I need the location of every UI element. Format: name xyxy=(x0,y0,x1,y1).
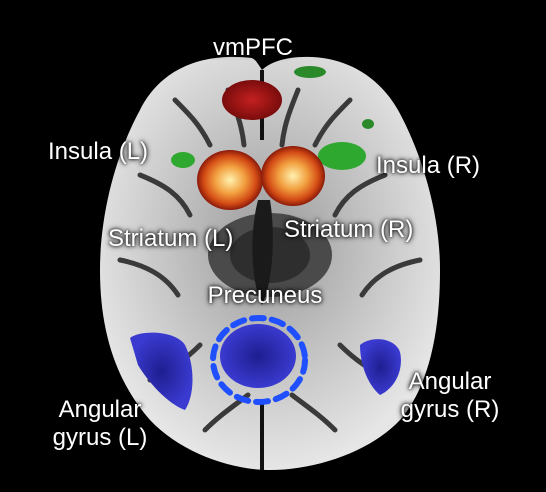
striatum-right-activation xyxy=(261,146,325,206)
vmpfc-label: vmPFC xyxy=(213,34,293,61)
precuneus-label: Precuneus xyxy=(207,282,323,309)
striatum-left-activation xyxy=(197,150,263,210)
angular-gyrus-right-label: Angular gyrus (R) xyxy=(380,368,520,424)
insula-right-label: Insula (R) xyxy=(376,152,481,179)
insula-right-activation xyxy=(294,66,374,170)
precuneus-highlight-circle xyxy=(210,315,308,405)
striatum-right-label: Striatum (R) xyxy=(284,216,414,243)
insula-left-activation xyxy=(171,152,195,168)
precuneus-activation xyxy=(220,324,296,388)
vmpfc-activation xyxy=(222,80,282,120)
striatum-left-label: Striatum (L) xyxy=(108,225,234,252)
angular-gyrus-right-line2: gyrus (R) xyxy=(400,396,500,423)
angular-gyrus-left-line2: gyrus (L) xyxy=(52,424,148,451)
angular-gyrus-left-label: Angular gyrus (L) xyxy=(30,396,170,452)
insula-left-label: Insula (L) xyxy=(48,138,149,165)
angular-gyrus-right-line1: Angular xyxy=(408,368,492,395)
angular-gyrus-left-activation xyxy=(130,332,193,410)
angular-gyrus-left-line1: Angular xyxy=(58,396,142,423)
angular-gyrus-right-activation xyxy=(360,339,401,395)
